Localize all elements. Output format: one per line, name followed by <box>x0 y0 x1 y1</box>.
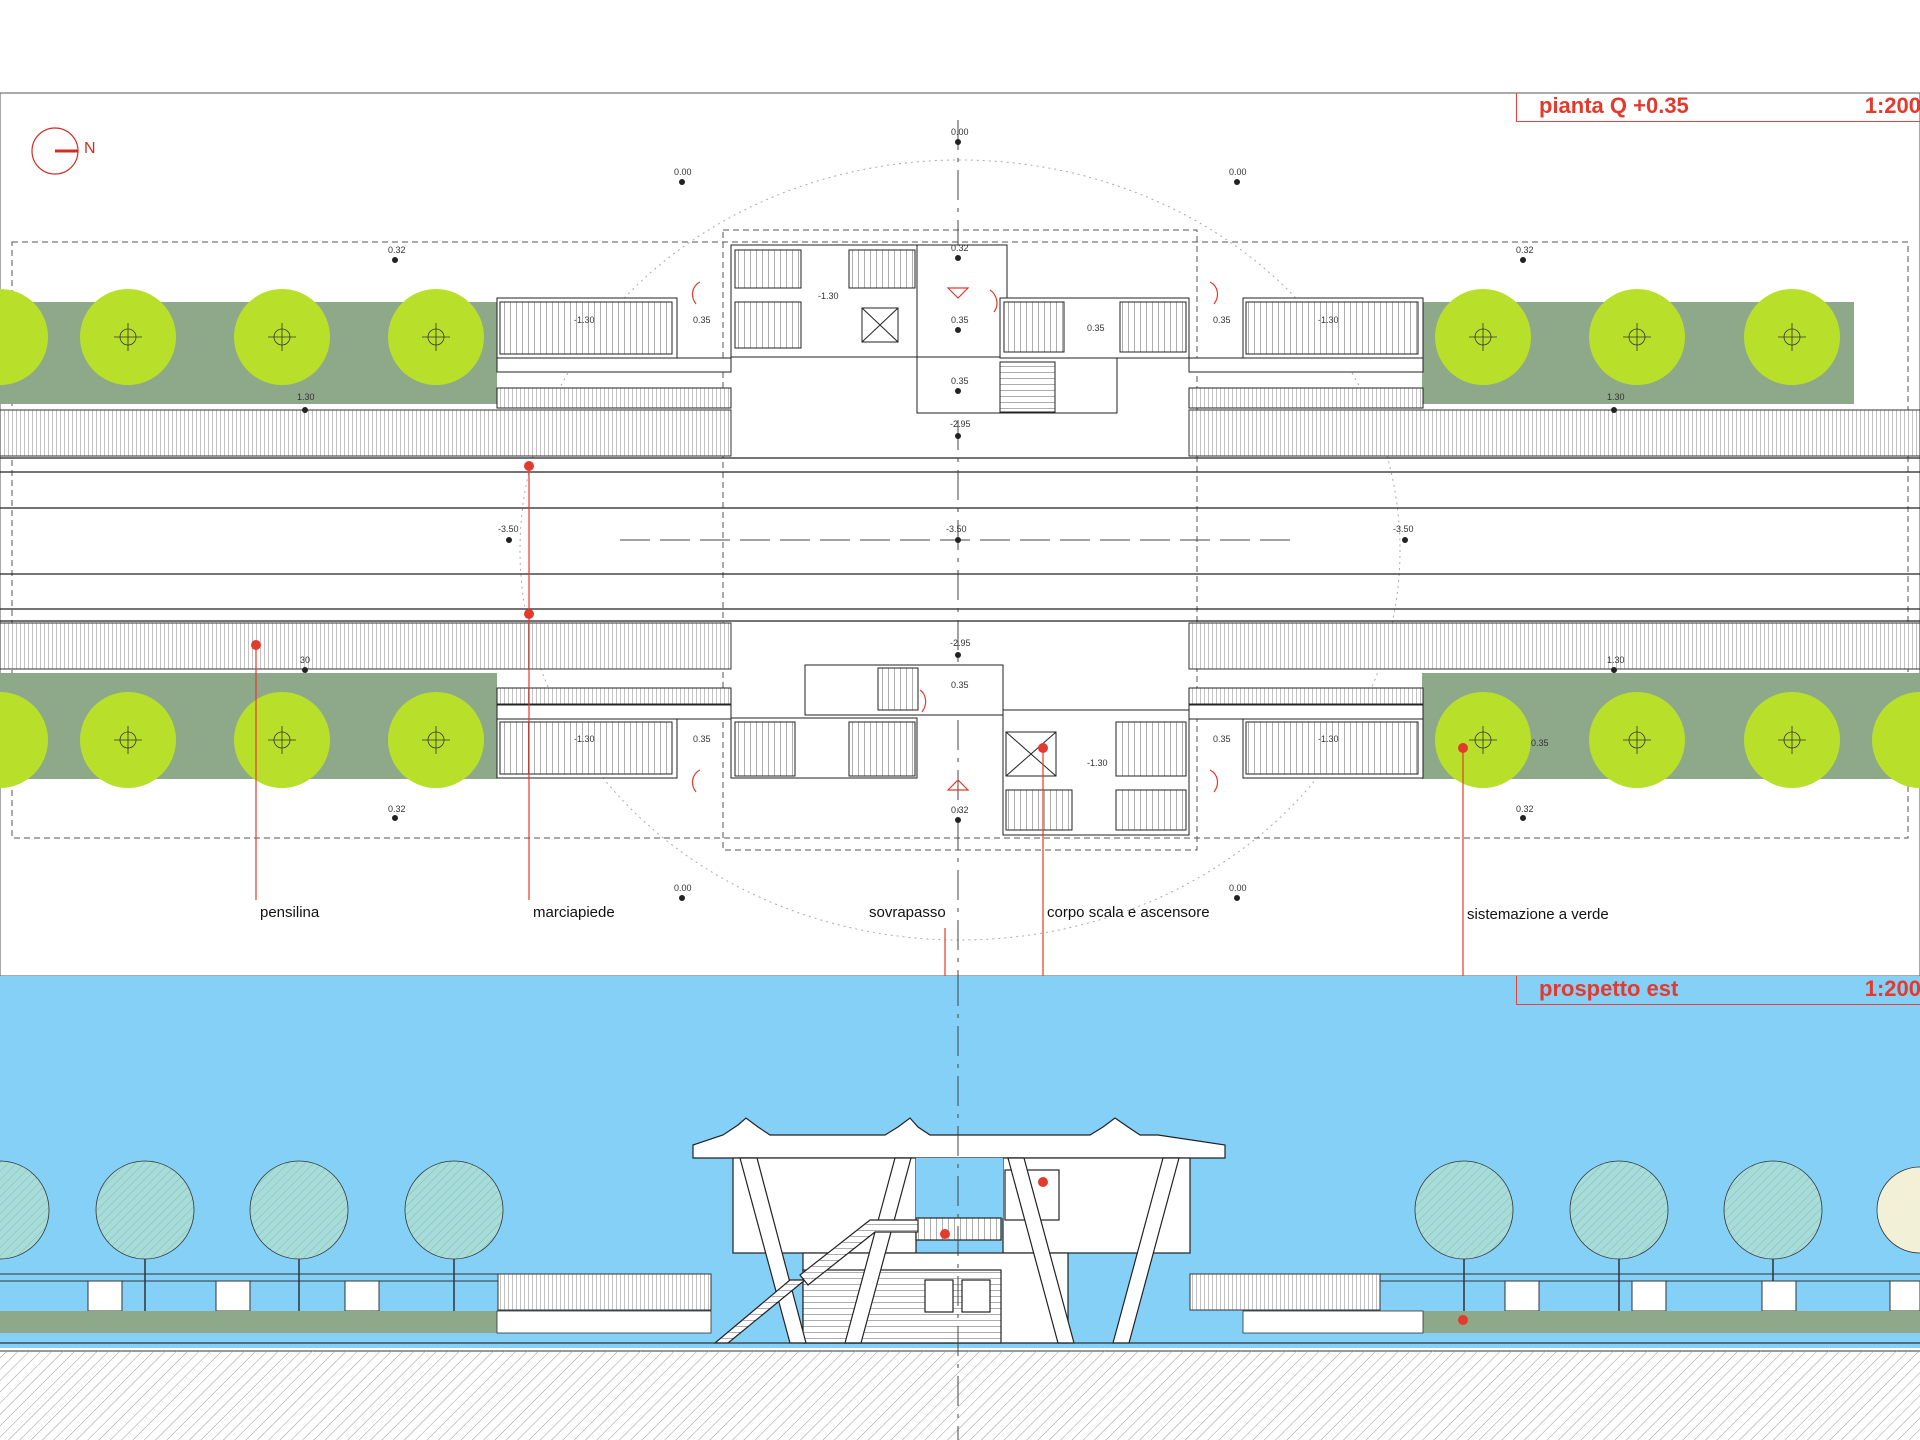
level-label: -1.30 <box>1318 315 1339 325</box>
level-label: 0.32 <box>951 805 969 815</box>
overpass-structure <box>692 1117 1226 1344</box>
level-label: -1.30 <box>1318 734 1339 744</box>
level-label: 0.35 <box>1213 734 1231 744</box>
level-label: 0.35 <box>951 680 969 690</box>
level-label: -2.95 <box>950 419 971 429</box>
plan-drawing <box>0 92 1920 1320</box>
platform-base-west <box>496 1310 712 1334</box>
level-label: -1.30 <box>574 315 595 325</box>
level-label: -3.50 <box>1393 524 1414 534</box>
level-markers <box>302 139 1617 901</box>
elevation-scale: 1:200 <box>1864 976 1920 1001</box>
elevation-canopies <box>0 1273 1920 1312</box>
level-label: 0.35 <box>1087 323 1105 333</box>
level-label: 0.32 <box>1516 245 1534 255</box>
platform-canopy-south-east <box>1188 622 1920 670</box>
level-label: -3.50 <box>498 524 519 534</box>
direction-arrows <box>691 281 1219 793</box>
label-sistemazione: sistemazione a verde <box>1467 906 1609 923</box>
platform-canopy-north-east <box>1188 409 1920 457</box>
callout-dot <box>1458 1315 1468 1325</box>
level-label: 0.32 <box>1516 804 1534 814</box>
level-label: 0.00 <box>951 127 969 137</box>
level-label: -1.30 <box>1087 758 1108 768</box>
level-label: 0.32 <box>388 804 406 814</box>
level-label: -1.30 <box>818 291 839 301</box>
tree <box>0 289 48 385</box>
platform-canopy-north-west <box>0 409 732 457</box>
level-label: 0.35 <box>951 376 969 386</box>
platform-canopy-south-west <box>0 622 732 670</box>
plan-title-box: pianta Q +0.35 1:200 <box>1516 93 1920 122</box>
elevation-drawing <box>0 976 1920 1440</box>
level-label: 0.00 <box>1229 883 1247 893</box>
elevation-trees <box>0 1160 1920 1322</box>
callout-dot <box>940 1229 950 1239</box>
tree <box>1872 692 1920 788</box>
platform-base-east <box>1242 1310 1424 1334</box>
level-label: 0.35 <box>693 734 711 744</box>
railway-tracks <box>0 457 1920 622</box>
elevation-title-box: prospetto est 1:200 <box>1516 976 1920 1005</box>
elevation-title: prospetto est <box>1539 976 1679 1001</box>
label-sovrapasso: sovrapasso <box>869 904 946 921</box>
plan-title: pianta Q +0.35 <box>1539 93 1689 118</box>
level-label: 0.00 <box>674 883 692 893</box>
level-label: -2.95 <box>950 638 971 648</box>
tree <box>0 692 48 788</box>
level-label: 0.35 <box>1531 738 1549 748</box>
north-label: N <box>84 140 96 157</box>
ground-section-hatch <box>0 1351 1920 1440</box>
level-label: 0.35 <box>1213 315 1231 325</box>
grass-band-west <box>0 1311 497 1333</box>
overpass-radius-ellipse <box>519 159 1401 941</box>
callout-dot <box>1038 1177 1048 1187</box>
level-label: 30 <box>300 655 310 665</box>
level-label: 0.35 <box>693 315 711 325</box>
canopy-outline <box>11 241 1909 839</box>
level-label: 1.30 <box>297 392 315 402</box>
plan-frame <box>0 92 1920 977</box>
plan-trees <box>0 289 1920 788</box>
level-label: 0.35 <box>951 315 969 325</box>
plan-scale: 1:200 <box>1864 93 1920 118</box>
level-label: 1.30 <box>1607 655 1625 665</box>
label-pensilina: pensilina <box>260 904 320 921</box>
label-marciapiede: marciapiede <box>533 904 615 921</box>
level-label: 0.00 <box>1229 167 1247 177</box>
grass-band-east <box>1423 1311 1920 1333</box>
level-labels: 0.00 0.00 0.00 0.32 0.32 0.32 0.35 0.35 … <box>297 127 1625 893</box>
stairs-south <box>496 664 1424 836</box>
north-arrow-icon <box>31 127 79 175</box>
label-corpo-scala: corpo scala e ascensore <box>1047 904 1210 921</box>
level-label: 1.30 <box>1607 392 1625 402</box>
level-label: 0.00 <box>674 167 692 177</box>
level-label: 0.32 <box>388 245 406 255</box>
level-label: -3.50 <box>946 524 967 534</box>
level-label: -1.30 <box>574 734 595 744</box>
stairs-north <box>496 244 1424 414</box>
level-label: 0.32 <box>951 243 969 253</box>
